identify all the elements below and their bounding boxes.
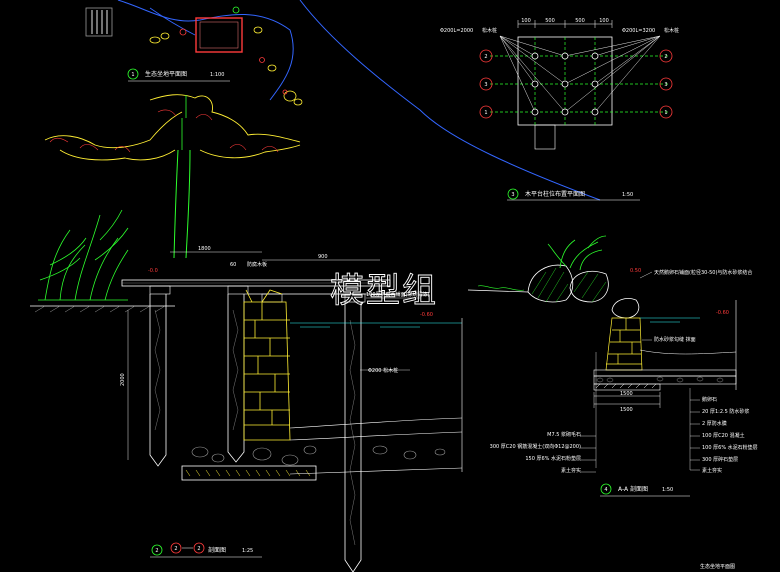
svg-text:Φ200 松木桩: Φ200 松木桩 [368, 367, 398, 374]
svg-text:M7.5 浆砌毛石: M7.5 浆砌毛石 [547, 431, 581, 438]
svg-text:1500: 1500 [620, 407, 633, 413]
svg-text:剖面图: 剖面图 [208, 546, 226, 554]
svg-text:1: 1 [131, 72, 134, 78]
svg-text:-0.60: -0.60 [420, 312, 433, 318]
svg-text:Φ200L=3200: Φ200L=3200 [622, 28, 655, 34]
watermark: 模型组 [330, 271, 438, 311]
svg-text:100: 100 [521, 18, 531, 24]
svg-text:2: 2 [664, 54, 667, 60]
svg-text:2000: 2000 [120, 373, 126, 386]
svg-text:1:25: 1:25 [242, 548, 253, 554]
svg-text:500: 500 [545, 18, 555, 24]
svg-text:木平台柱位布置平面图: 木平台柱位布置平面图 [525, 190, 585, 198]
main-section-title: 2 2 2 剖面图 1:25 [150, 542, 262, 558]
svg-text:松木桩: 松木桩 [664, 27, 679, 34]
svg-text:500: 500 [575, 18, 585, 24]
svg-text:1800: 1800 [198, 246, 211, 252]
svg-text:0.50: 0.50 [630, 268, 641, 274]
svg-text:3: 3 [484, 82, 487, 88]
svg-text:2: 2 [197, 546, 200, 552]
svg-text:2 厚防水膜: 2 厚防水膜 [702, 420, 727, 427]
site-plan-view: 1 生态坐地平面图 1:100 [85, 0, 601, 201]
svg-text:60: 60 [230, 262, 236, 268]
svg-text:2: 2 [155, 548, 158, 554]
svg-text:素土夯实: 素土夯实 [561, 467, 581, 474]
svg-text:-0.0: -0.0 [148, 268, 158, 274]
svg-text:1: 1 [664, 110, 667, 116]
svg-text:1:100: 1:100 [210, 72, 224, 78]
svg-text:松木桩: 松木桩 [482, 27, 497, 34]
svg-text:3: 3 [664, 82, 667, 88]
svg-text:100 厚C20 混凝土: 100 厚C20 混凝土 [702, 432, 745, 439]
svg-text:1:50: 1:50 [622, 192, 633, 198]
svg-text:防腐木板: 防腐木板 [247, 261, 267, 268]
svg-text:素土夯实: 素土夯实 [702, 467, 722, 474]
svg-text:A-A 剖面图: A-A 剖面图 [618, 485, 648, 493]
svg-text:900: 900 [318, 254, 328, 260]
svg-text:天然鹅卵石铺面(粒径30-50)与防水砂浆结合: 天然鹅卵石铺面(粒径30-50)与防水砂浆结合 [654, 269, 752, 276]
aa-section-title: 4 A-A 剖面图 1:50 [600, 483, 690, 497]
platform-plan-view: 100 500 500 100 Φ200L=2000 松木桩 Φ200L=320… [440, 18, 679, 201]
svg-text:300 厚C20 钢筋混凝土(双向Φ12@200): 300 厚C20 钢筋混凝土(双向Φ12@200) [490, 443, 581, 450]
svg-text:1:50: 1:50 [662, 487, 673, 493]
svg-text:100厚防腐木铺面(涂刷清漆): 100厚防腐木铺面(涂刷清漆) [366, 291, 429, 298]
bottom-note: 生态坐地平面图 [700, 563, 735, 570]
svg-text:2: 2 [484, 54, 487, 60]
svg-text:鹅卵石: 鹅卵石 [702, 396, 717, 403]
svg-text:100 厚6% 水泥石粉垫层: 100 厚6% 水泥石粉垫层 [702, 444, 758, 451]
aa-section-view: 1500 1500 M7.5 浆砌毛石 300 厚C20 钢筋混凝土(双向Φ12… [467, 235, 758, 497]
svg-text:Φ200L=2000: Φ200L=2000 [440, 28, 473, 34]
svg-text:生态坐地平面图: 生态坐地平面图 [145, 70, 187, 78]
svg-text:20 厚1:2.5 防水砂浆: 20 厚1:2.5 防水砂浆 [702, 408, 749, 415]
svg-text:1: 1 [484, 110, 487, 116]
svg-text:300 厚碎石垫层: 300 厚碎石垫层 [702, 456, 738, 463]
svg-text:1500: 1500 [620, 391, 633, 397]
stone-wall [243, 289, 291, 441]
svg-text:4: 4 [604, 487, 607, 493]
svg-text:2: 2 [174, 546, 177, 552]
svg-text:3: 3 [511, 192, 514, 198]
svg-text:150 厚6% 水泥石粉垫层: 150 厚6% 水泥石粉垫层 [525, 455, 581, 462]
main-section-view: 1800 900 60 防腐木板 -0.0 -0.60 Φ200 松木桩 200… [30, 94, 463, 572]
svg-text:100: 100 [599, 18, 609, 24]
svg-text:-0.60: -0.60 [716, 310, 729, 316]
svg-text:防水砂浆勾缝 抹面: 防水砂浆勾缝 抹面 [654, 336, 696, 343]
site-plan-title: 1 生态坐地平面图 1:100 [127, 68, 230, 82]
